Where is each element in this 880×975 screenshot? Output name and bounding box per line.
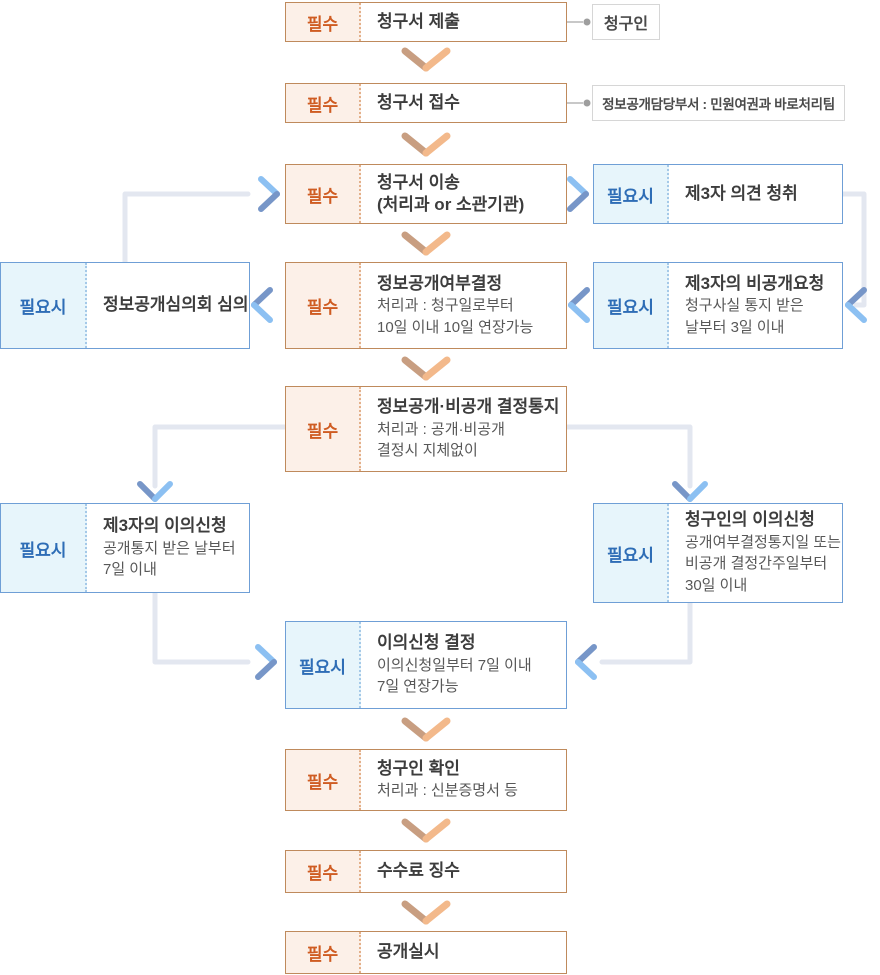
arrow-down-icon [401,900,451,925]
node-verify: 필수 청구인 확인 처리과 : 신분증명서 등 [285,749,567,811]
node-fee: 필수 수수료 징수 [285,850,567,893]
arrow-down-icon [401,818,451,843]
arrow-left-icon [568,287,590,323]
node-title: 이의신청 결정 [377,633,476,653]
connector-committee-to-transfer [122,191,251,265]
node-title: 청구인의 이의신청 [685,510,815,530]
node-transfer: 필수 청구서 이송 (처리과 or 소관기관) [285,164,567,224]
optional-badge: 필요시 [286,622,361,708]
node-subtext: 10일 이내 10일 연장가능 [377,318,534,336]
node-committee: 필요시 정보공개심의회 심의 [0,262,250,349]
node-subtext: 이의신청일부터 7일 이내 [377,656,532,674]
arrow-down-icon [401,132,451,157]
node-title: 청구서 접수 [377,92,460,112]
node-title: 정보공개심의회 심의 [103,295,249,315]
arrow-left-icon [575,644,597,680]
node-subtext: 처리과 : 신분증명서 등 [377,782,518,800]
node-nondisclosure: 필요시 제3자의 비공개요청 청구사실 통지 받은 날부터 3일 이내 [593,262,843,349]
connector-third-objection-to-decision [152,590,251,665]
node-subtext: 청구사실 통지 받은 [685,297,804,315]
node-title: 청구서 제출 [377,11,460,31]
arrow-down-icon [672,481,708,502]
arrow-right-icon [567,176,589,212]
connector-opinion-to-nondisclosure [840,191,867,308]
node-title: 정보공개여부결정 [377,273,503,293]
node-notice: 필수 정보공개·비공개 결정통지 처리과 : 공개·비공개 결정시 지체없이 [285,386,567,472]
required-badge: 필수 [286,165,361,223]
leader-dot [583,99,591,107]
arrow-left-icon [251,287,273,323]
arrow-down-icon [137,481,173,502]
arrow-right-icon [255,644,277,680]
node-subtext: 30일 이내 [685,577,748,595]
note-requester: 청구인 [592,4,660,40]
node-decision: 필수 정보공개여부결정 처리과 : 청구일로부터 10일 이내 10일 연장가능 [285,262,567,349]
node-requester-objection: 필요시 청구인의 이의신청 공개여부결정통지일 또는 비공개 결정간주일부터 3… [593,503,843,603]
optional-badge: 필요시 [594,504,669,602]
required-badge: 필수 [286,851,361,892]
node-title: 제3자의 비공개요청 [685,273,825,293]
required-badge: 필수 [286,263,361,348]
node-opinion: 필요시 제3자 의견 청취 [593,164,843,224]
node-subtext: 비공개 결정간주일부터 [685,555,828,573]
required-badge: 필수 [286,3,361,41]
required-badge: 필수 [286,932,361,973]
node-subtext: 공개통지 받은 날부터 [103,539,236,557]
connector-requester-objection-to-decision [599,600,693,665]
required-badge: 필수 [286,387,361,471]
note-dept: 정보공개담당부서 : 민원여권과 바로처리팀 [592,85,845,121]
required-badge: 필수 [286,84,361,122]
node-receive: 필수 청구서 접수 [285,83,567,123]
node-subtext: 공개여부결정통지일 또는 [685,533,841,551]
node-subtext: 결정시 지체없이 [377,442,478,460]
node-disclose: 필수 공개실시 [285,931,567,974]
node-title-line2: (처리과 or 소관기관) [377,195,525,214]
connector-notice-to-third-objection [152,424,288,489]
node-objection-decision: 필요시 이의신청 결정 이의신청일부터 7일 이내 7일 연장가능 [285,621,567,709]
optional-badge: 필요시 [1,263,87,348]
node-subtext: 7일 연장가능 [377,678,459,696]
optional-badge: 필요시 [1,504,87,592]
node-subtext: 날부터 3일 이내 [685,318,785,336]
arrow-down-icon [401,717,451,742]
arrow-left-icon [845,287,867,323]
arrow-down-icon [401,47,451,72]
node-subtext: 처리과 : 청구일로부터 [377,297,514,315]
node-third-objection: 필요시 제3자의 이의신청 공개통지 받은 날부터 7일 이내 [0,503,250,593]
arrow-down-icon [401,356,451,381]
node-subtext: 처리과 : 공개·비공개 [377,420,505,438]
node-title: 제3자의 이의신청 [103,516,227,536]
node-subtext: 7일 이내 [103,561,157,579]
optional-badge: 필요시 [594,263,669,348]
required-badge: 필수 [286,750,361,810]
node-title: 제3자 의견 청취 [685,183,798,203]
node-title: 공개실시 [377,942,440,962]
node-title: 정보공개·비공개 결정통지 [377,397,560,417]
optional-badge: 필요시 [594,165,669,223]
node-title: 청구인 확인 [377,758,460,778]
node-title: 수수료 징수 [377,861,460,881]
connector-notice-to-requester-objection [564,424,693,489]
arrow-down-icon [401,231,451,256]
leader-dot [583,18,591,26]
arrow-right-icon [258,176,280,212]
node-title: 청구서 이송 [377,172,460,192]
node-submit: 필수 청구서 제출 [285,2,567,42]
